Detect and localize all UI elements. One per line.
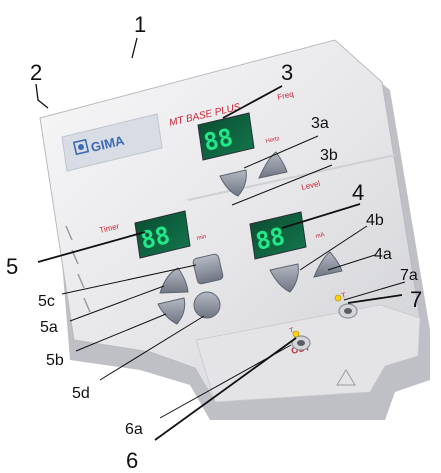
callout-4a: 4a (374, 246, 392, 263)
callouts: 1 2 3 3a 3b 4 4b 4a 5 5c 5a 5b 5d 6a 6 7… (6, 12, 422, 473)
timer-display-digits: 88 (138, 221, 172, 255)
indicator-light-2 (334, 294, 342, 302)
callout-3a: 3a (311, 115, 329, 132)
freq-unit: Hertz (265, 136, 280, 145)
level-down-button[interactable] (269, 263, 299, 293)
level-display-digits: 88 (253, 222, 287, 256)
leader-lines (35, 37, 406, 441)
callout-4: 4 (352, 180, 364, 205)
callout-6a: 6a (125, 421, 143, 438)
callout-1: 1 (134, 12, 146, 37)
level-label: Level (300, 179, 321, 192)
gima-logo-icon (72, 138, 90, 156)
brand-plate: GIMA (61, 113, 163, 172)
timer-down-button[interactable] (157, 297, 186, 325)
callout-5d: 5d (72, 385, 90, 402)
warning-triangle-icon (336, 369, 356, 386)
level-up-button[interactable] (313, 251, 343, 278)
output-socket-2[interactable] (338, 303, 358, 319)
freq-up-button[interactable] (258, 151, 288, 179)
out-marker-left: T (289, 327, 295, 335)
callout-3: 3 (281, 60, 293, 85)
freq-label: Freq (276, 89, 294, 101)
callout-4b: 4b (366, 212, 384, 229)
timer-display: 88 (134, 210, 191, 259)
level-display: 88 (249, 211, 307, 260)
callout-5c: 5c (38, 293, 55, 310)
callout-5a: 5a (40, 319, 58, 336)
timer-start-stop-button[interactable] (192, 253, 224, 285)
level-unit: mA (315, 232, 325, 240)
callout-6: 6 (126, 448, 138, 473)
timer-up-button[interactable] (159, 267, 189, 294)
callout-5: 5 (6, 254, 18, 279)
callout-7: 7 (410, 287, 422, 312)
freq-display-digits: 88 (201, 123, 235, 157)
indicator-light-1 (292, 330, 300, 338)
freq-display: 88 (197, 112, 255, 161)
out-marker-right: T (341, 292, 347, 300)
freq-down-button[interactable] (219, 169, 247, 197)
timer-unit: min (196, 234, 207, 242)
timer-label: Timer (98, 222, 120, 235)
output-socket-1[interactable] (291, 335, 311, 351)
callout-5b: 5b (46, 352, 64, 369)
callout-2: 2 (30, 60, 42, 85)
callout-3b: 3b (320, 147, 338, 164)
callout-7a: 7a (400, 267, 418, 284)
program-button[interactable] (193, 291, 221, 319)
